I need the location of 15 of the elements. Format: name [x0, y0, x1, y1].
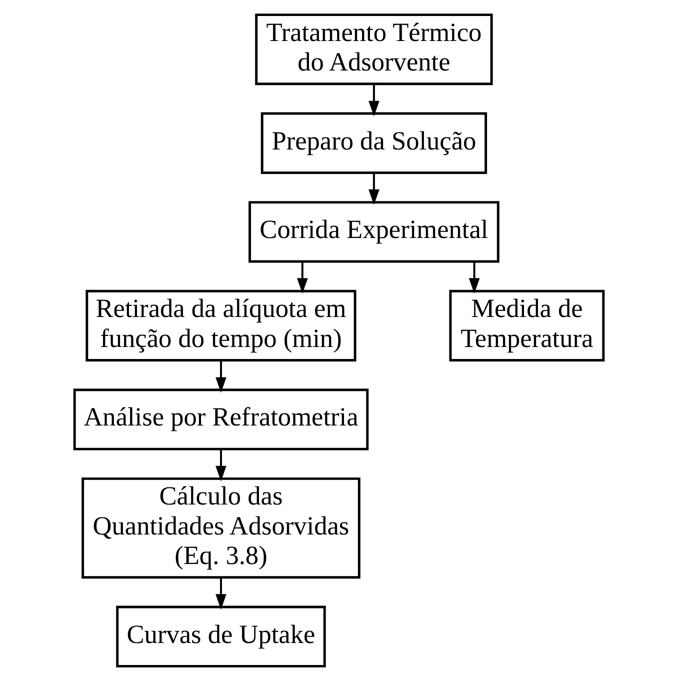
node-box: Tratamento Térmico do Adsorvente: [254, 14, 492, 86]
node-box: Medida de Temperatura: [448, 290, 604, 362]
node-box: Cálculo das Quantidades Adsorvidas (Eq. 3.8): [81, 477, 360, 579]
node-box: Retirada da alíquota em função do tempo (min): [85, 290, 356, 362]
node-box: Curvas de Uptake: [116, 606, 326, 668]
node-box: Preparo da Solução: [260, 112, 487, 174]
arrow: [215, 449, 226, 482]
node-box: Corrida Experimental: [248, 201, 499, 263]
arrow: [468, 262, 480, 294]
arrow: [368, 173, 379, 205]
arrow: [368, 84, 379, 116]
arrow: [215, 360, 226, 393]
arrow: [296, 262, 308, 294]
arrow: [215, 578, 226, 610]
node-box: Análise por Refratometria: [72, 388, 368, 450]
